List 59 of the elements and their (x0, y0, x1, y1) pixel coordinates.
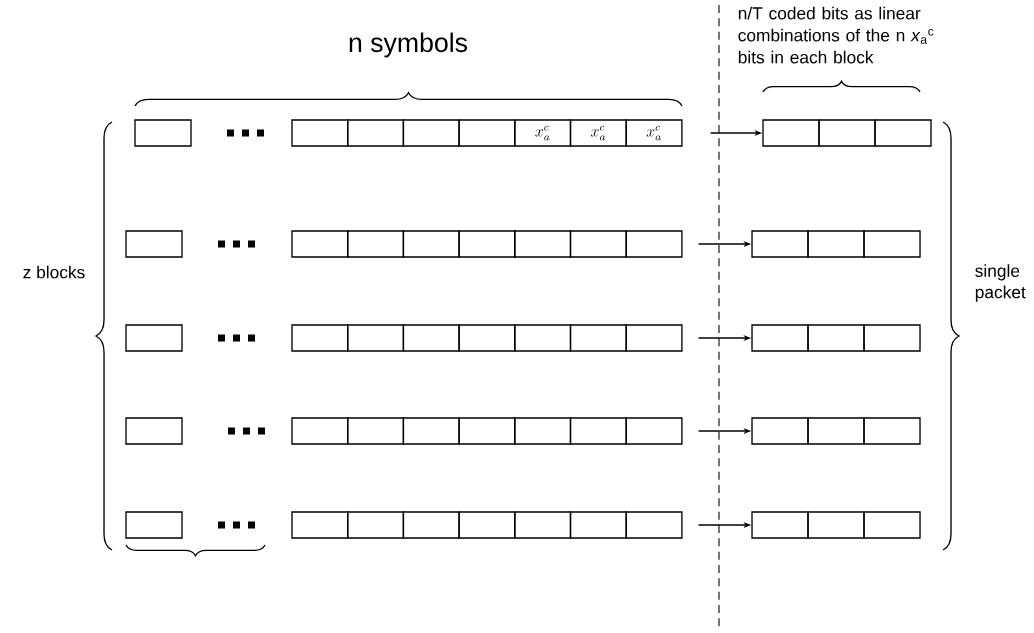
empty-cell (458, 511, 516, 539)
axis-label: single packet (975, 264, 1026, 302)
empty-cell (402, 511, 460, 539)
empty-cell (751, 230, 809, 258)
empty-cell (347, 324, 405, 352)
empty-cell (514, 230, 572, 258)
empty-cell (402, 230, 460, 258)
empty-cell (458, 324, 516, 352)
empty-cell (751, 511, 809, 539)
annotation: n/T coded bits as linear combinations of the n x$_{a}$c bits in each block (738, 6, 934, 64)
empty-cell (134, 119, 192, 147)
empty-cell (347, 230, 405, 258)
empty-cell (125, 324, 183, 352)
empty-cell (458, 417, 516, 445)
empty-cell (874, 119, 932, 147)
empty-cell (807, 230, 865, 258)
empty-cell (514, 511, 572, 539)
empty-cell (125, 230, 183, 258)
empty-cell (818, 119, 876, 147)
empty-cell (863, 417, 921, 445)
empty-cell (402, 417, 460, 445)
empty-cell (291, 119, 349, 147)
empty-cell (514, 324, 572, 352)
empty-cell (625, 511, 683, 539)
empty-cell (458, 119, 516, 147)
empty-cell (625, 324, 683, 352)
empty-cell (625, 230, 683, 258)
empty-cell (569, 230, 627, 258)
empty-cell (569, 324, 627, 352)
empty-cell (751, 417, 809, 445)
empty-cell (569, 417, 627, 445)
empty-cell (807, 417, 865, 445)
heading: n symbols (349, 32, 467, 58)
empty-cell (347, 511, 405, 539)
empty-cell (291, 511, 349, 539)
axis-label: z blocks (23, 265, 85, 279)
empty-cell (807, 324, 865, 352)
empty-cell (402, 324, 460, 352)
empty-cell (125, 417, 183, 445)
empty-cell (347, 119, 405, 147)
formula-cell: $x_a^c$ (569, 119, 627, 147)
empty-cell (863, 324, 921, 352)
empty-cell (458, 230, 516, 258)
empty-cell (514, 417, 572, 445)
empty-cell (347, 417, 405, 445)
formula-cell: $x_a^c$ (625, 119, 683, 147)
empty-cell (291, 230, 349, 258)
empty-cell (125, 511, 183, 539)
empty-cell (807, 511, 865, 539)
empty-cell (863, 511, 921, 539)
empty-cell (762, 119, 820, 147)
empty-cell (625, 417, 683, 445)
empty-cell (291, 417, 349, 445)
empty-cell (863, 230, 921, 258)
empty-cell (291, 324, 349, 352)
empty-cell (402, 119, 460, 147)
empty-cell (751, 324, 809, 352)
empty-cell (569, 511, 627, 539)
formula-cell: $x_a^c$ (514, 119, 572, 147)
